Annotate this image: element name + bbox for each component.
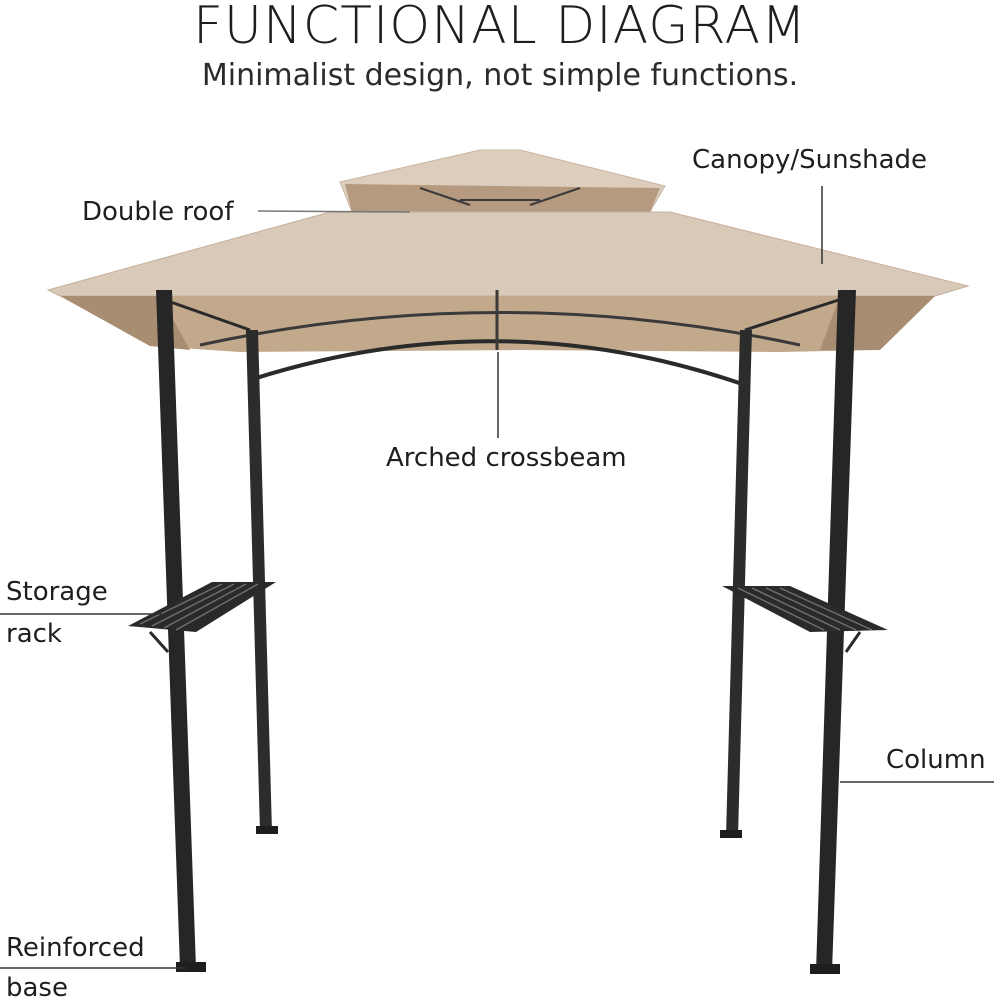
label-column: Column bbox=[886, 745, 986, 775]
label-base-line1: Reinforced bbox=[6, 933, 145, 963]
leader-double-roof bbox=[257, 210, 411, 213]
column-back-left bbox=[246, 330, 272, 832]
upper-roof-underside bbox=[345, 184, 660, 212]
label-base-line2: base bbox=[6, 973, 68, 1000]
storage-rack-right bbox=[722, 586, 888, 632]
storage-rack-right-slats bbox=[737, 587, 873, 631]
rack-brace bbox=[844, 631, 862, 653]
base-plate bbox=[810, 964, 840, 974]
roof-strut bbox=[164, 298, 251, 332]
label-arched-crossbeam: Arched crossbeam bbox=[386, 443, 627, 473]
rack-brace bbox=[148, 630, 170, 654]
arched-crossbeam bbox=[249, 339, 746, 387]
base-plate bbox=[176, 962, 206, 972]
column-back-right bbox=[726, 330, 752, 836]
base-plate bbox=[720, 830, 742, 838]
label-canopy: Canopy/Sunshade bbox=[692, 145, 928, 175]
page-subtitle: Minimalist design, not simple functions. bbox=[201, 58, 799, 93]
upper-roof-rib bbox=[419, 187, 471, 206]
storage-rack-left-slats bbox=[139, 583, 259, 631]
label-storage-line2: rack bbox=[6, 619, 62, 649]
upper-roof-rib bbox=[529, 187, 581, 206]
roof-strut bbox=[744, 296, 846, 332]
label-double-roof: Double roof bbox=[82, 197, 234, 227]
label-storage-line1: Storage bbox=[6, 577, 108, 607]
page-title: FUNCTIONAL DIAGRAM bbox=[193, 0, 807, 56]
base-plate bbox=[256, 826, 278, 834]
arched-crossbeam-top bbox=[199, 311, 801, 347]
